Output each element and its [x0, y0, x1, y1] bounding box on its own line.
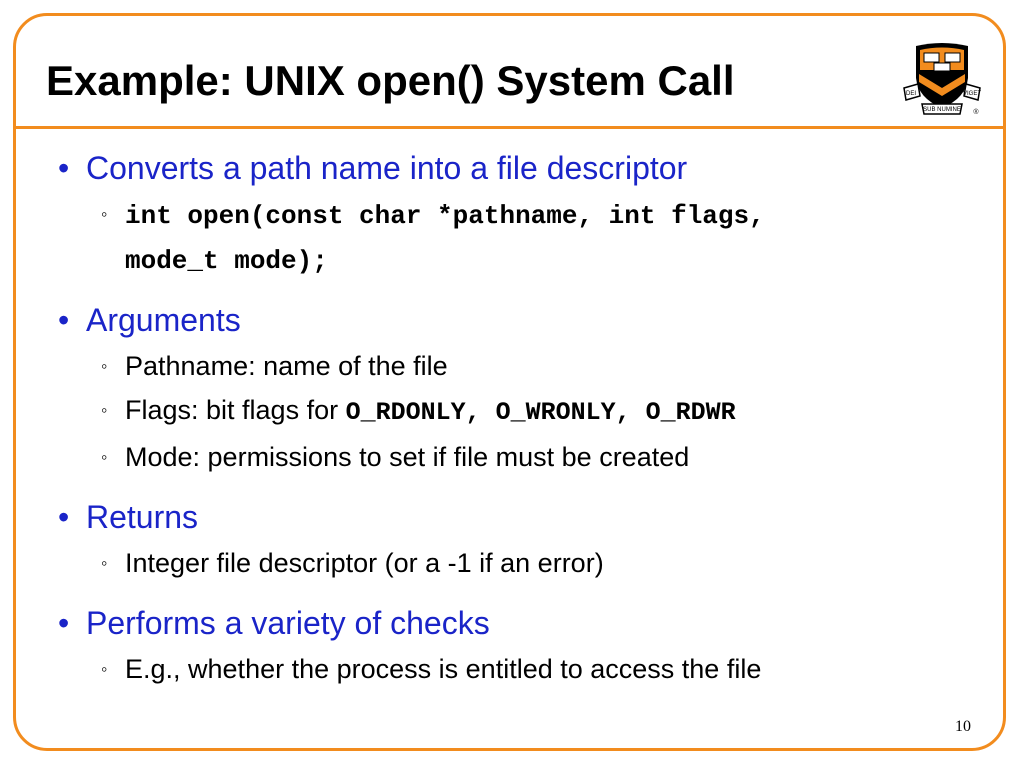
code-line: mode_t mode); — [125, 246, 328, 276]
slide-body: • Converts a path name into a file descr… — [58, 150, 988, 691]
bullet-label: Returns — [86, 499, 199, 535]
code-line: int open(const char *pathname, int flags… — [125, 201, 765, 231]
logo-left-banner: DEI — [906, 91, 916, 97]
bullet-converts: • Converts a path name into a file descr… — [58, 150, 988, 186]
bullet-dot-icon: • — [58, 605, 70, 641]
sub-bullet-ring-icon: ◦ — [101, 553, 108, 573]
sub-bullet-ring-icon: ◦ — [101, 659, 108, 679]
bullet-label: Arguments — [86, 302, 241, 338]
slide-title: Example: UNIX open() System Call — [46, 57, 735, 104]
sub-bullet-ring-icon: ◦ — [101, 356, 108, 376]
sub-bullet-return-value: ◦ Integer file descriptor (or a -1 if an… — [101, 541, 988, 585]
bullet-item: • Converts a path name into a file descr… — [58, 150, 988, 282]
princeton-shield-icon: DEI VIGET SUB NUMINE ® — [903, 43, 981, 116]
sub-bullet-ring-icon: ◦ — [101, 400, 108, 420]
sub-bullet-ring-icon: ◦ — [101, 447, 108, 467]
sub-bullet-text: Flags: bit flags for — [125, 395, 346, 425]
slide-frame — [13, 13, 1006, 751]
header-divider — [13, 126, 1006, 129]
sub-bullet-signature: ◦ int open(const char *pathname, int fla… — [101, 192, 988, 282]
sub-bullet-ring-icon: ◦ — [101, 204, 108, 224]
sub-bullet-text: Mode: permissions to set if file must be… — [125, 442, 690, 472]
bullet-item: • Performs a variety of checks ◦ E.g., w… — [58, 605, 988, 691]
bullet-dot-icon: • — [58, 150, 70, 186]
bullet-dot-icon: • — [58, 302, 70, 338]
sub-bullet-text: Integer file descriptor (or a -1 if an e… — [125, 548, 604, 578]
sub-bullet-mode: ◦ Mode: permissions to set if file must … — [101, 435, 988, 479]
sub-bullet-example: ◦ E.g., whether the process is entitled … — [101, 647, 988, 691]
sub-bullet-flags: ◦ Flags: bit flags for O_RDONLY, O_WRONL… — [101, 388, 988, 435]
page-number: 10 — [955, 718, 971, 735]
logo-right-banner: VIGET — [963, 91, 981, 97]
bullet-arguments: • Arguments — [58, 302, 988, 338]
sub-bullet-text: Pathname: name of the file — [125, 351, 448, 381]
registered-mark: ® — [973, 108, 979, 116]
flags-code: O_RDONLY, O_WRONLY, O_RDWR — [345, 398, 736, 427]
bullet-item: • Returns ◦ Integer file descriptor (or … — [58, 499, 988, 585]
sub-bullet-text: E.g., whether the process is entitled to… — [125, 654, 762, 684]
bullet-returns: • Returns — [58, 499, 988, 535]
bullet-dot-icon: • — [58, 499, 70, 535]
bullet-item: • Arguments ◦ Pathname: name of the file… — [58, 302, 988, 479]
logo-bottom-banner: SUB NUMINE — [923, 107, 961, 113]
bullet-checks: • Performs a variety of checks — [58, 605, 988, 641]
bullet-label: Performs a variety of checks — [86, 605, 490, 641]
bullet-label: Converts a path name into a file descrip… — [86, 150, 688, 186]
sub-bullet-pathname: ◦ Pathname: name of the file — [101, 344, 988, 388]
